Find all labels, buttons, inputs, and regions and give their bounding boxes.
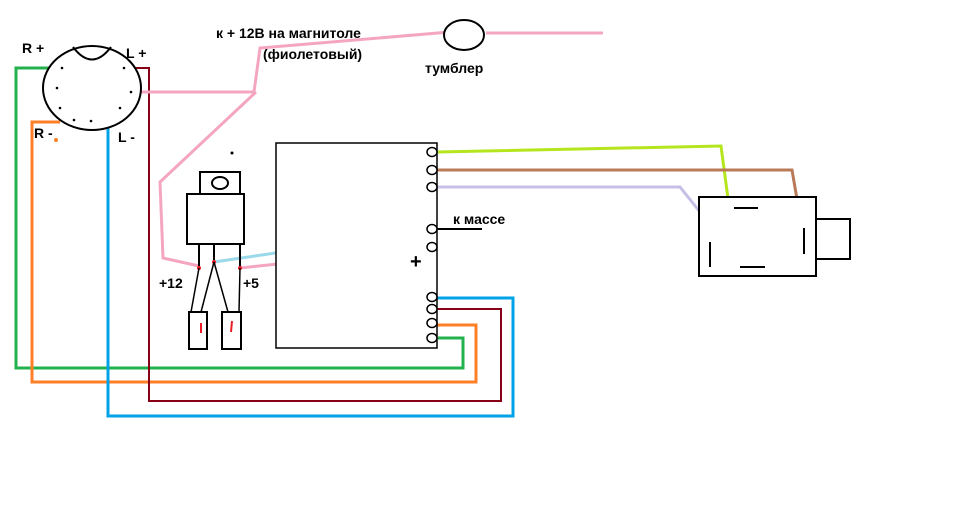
label-plus-sign: + — [410, 251, 422, 273]
wire-power-pink-to-regulator — [158, 90, 258, 268]
label-plus-5: +5 — [243, 275, 259, 291]
wire-l-plus-darkred — [126, 67, 502, 402]
socket-connector — [698, 196, 851, 277]
speaker-connector — [42, 45, 142, 142]
wire-lime — [436, 144, 731, 207]
label-r-minus: R - — [34, 125, 53, 141]
label-power-note-1: к + 12В на магнитоле — [216, 25, 361, 41]
label-toggle: тумблер — [425, 60, 483, 76]
label-l-plus: L + — [126, 45, 146, 61]
wire-power-pink — [131, 30, 451, 94]
resistor-right — [221, 311, 242, 350]
voltage-regulator — [186, 151, 245, 313]
wire-r-minus-orange — [30, 120, 478, 384]
label-plus-12: +12 — [159, 275, 183, 291]
resistor-left — [188, 311, 208, 350]
amplifier-board — [275, 142, 438, 349]
toggle-switch — [443, 19, 485, 51]
label-r-plus: R + — [22, 40, 44, 56]
label-l-minus: L - — [118, 129, 135, 145]
label-ground: к массе — [453, 211, 505, 227]
wire-r-plus-green — [14, 66, 465, 370]
label-power-note-2: (фиолетовый) — [263, 46, 362, 62]
board-terminals — [426, 146, 438, 344]
